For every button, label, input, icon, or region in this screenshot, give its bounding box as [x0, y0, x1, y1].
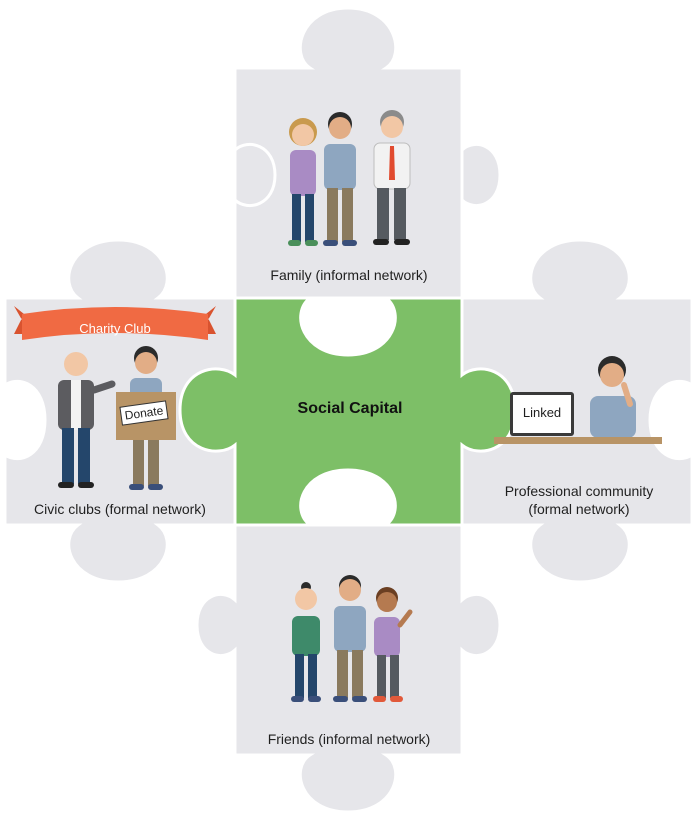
charity-banner — [14, 306, 216, 340]
person-figure — [590, 356, 636, 438]
professional-illustration — [494, 356, 662, 444]
person-figure — [288, 118, 318, 246]
friends-label: Friends (informal network) — [267, 731, 431, 747]
friends-illustration — [291, 575, 413, 702]
person-figure — [333, 575, 367, 702]
charity-banner-text: Charity Club — [79, 321, 151, 336]
professional-label-line1: Professional community — [504, 483, 654, 499]
laptop-screen-text: Linked — [522, 405, 562, 420]
person-figure — [373, 110, 411, 245]
family-piece — [233, 6, 502, 300]
person-figure — [58, 352, 116, 488]
person-figure — [291, 582, 321, 702]
donation-box — [116, 392, 176, 440]
social-capital-label: Social Capital — [297, 400, 403, 417]
family-label: Family (informal network) — [270, 267, 428, 283]
laptop-icon — [494, 392, 662, 444]
person-figure — [373, 587, 413, 702]
social-capital-piece — [178, 296, 517, 527]
civic-label: Civic clubs (formal network) — [34, 501, 206, 517]
civic-illustration — [58, 346, 176, 490]
professional-piece — [460, 238, 694, 584]
professional-label-line2: (formal network) — [528, 501, 630, 517]
friends-piece — [195, 523, 502, 814]
family-illustration — [288, 110, 411, 246]
person-figure — [323, 112, 357, 246]
